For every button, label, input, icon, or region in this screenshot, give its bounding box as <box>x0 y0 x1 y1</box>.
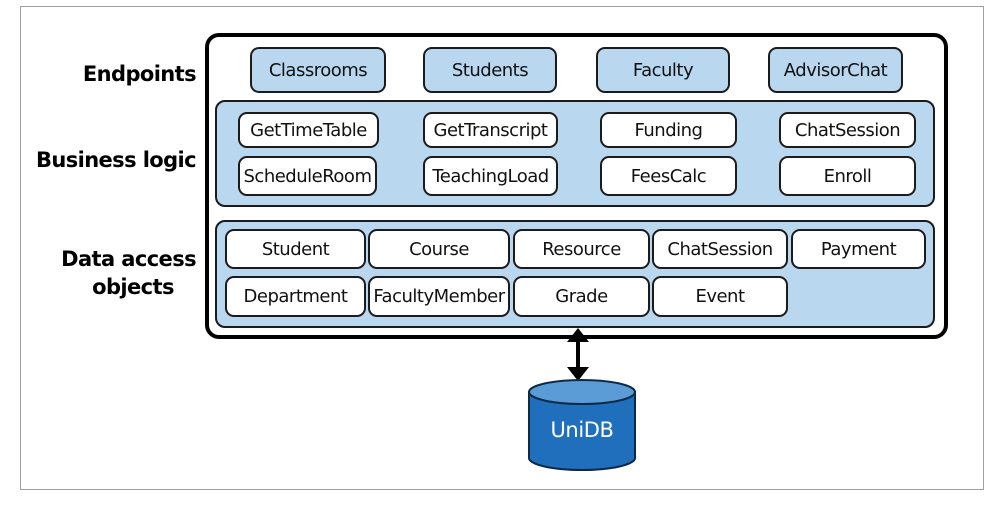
endpoint-classrooms: Classrooms <box>250 47 386 93</box>
data-access-label-line2: objects <box>92 275 174 299</box>
endpoint-advisorchat: AdvisorChat <box>768 47 903 93</box>
dao-payment: Payment <box>791 229 926 269</box>
dao-chatsession: ChatSession <box>652 229 788 269</box>
dao-student: Student <box>225 229 366 269</box>
logic-feescalc: FeesCalc <box>600 156 737 196</box>
logic-gettranscript: GetTranscript <box>423 112 558 148</box>
database-cylinder-icon <box>528 379 636 471</box>
logic-funding: Funding <box>600 112 737 148</box>
logic-teachingload: TeachingLoad <box>423 156 558 196</box>
dao-event: Event <box>652 276 788 317</box>
dao-resource: Resource <box>513 229 650 269</box>
endpoint-students: Students <box>423 47 557 93</box>
database-label: UniDB <box>550 418 614 442</box>
endpoint-faculty: Faculty <box>596 47 730 93</box>
bidirectional-arrow <box>567 328 589 381</box>
logic-enroll: Enroll <box>779 156 916 196</box>
logic-chatsession: ChatSession <box>779 112 916 148</box>
logic-scheduleroom: ScheduleRoom <box>238 156 377 196</box>
logic-gettimetable: GetTimeTable <box>238 112 379 148</box>
dao-course: Course <box>368 229 510 269</box>
business-logic-label: Business logic <box>35 148 197 172</box>
data-access-label-line1: Data access <box>61 247 196 271</box>
dao-facultymember: FacultyMember <box>368 276 510 317</box>
dao-department: Department <box>225 276 366 317</box>
dao-grade: Grade <box>513 276 650 317</box>
endpoints-label: Endpoints <box>82 62 197 86</box>
